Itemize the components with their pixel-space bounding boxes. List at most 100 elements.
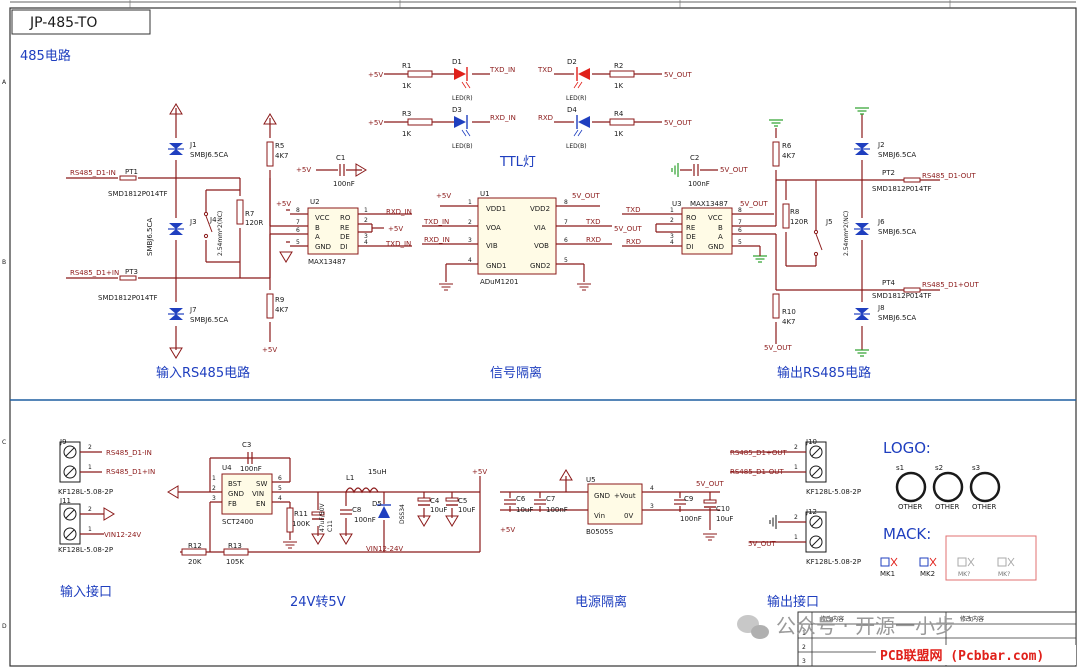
label-u1-part: ADuM1201 [480,278,518,286]
label-j12-part: KF128L-5.08-2P [806,558,861,566]
section-label-conv: 24V转5V [290,595,346,610]
label-d1: D1 [452,58,462,66]
label-c10-val: 10uF [716,515,733,523]
label-pt2-part: SMD1812P014TF [872,185,932,193]
label-j6-part: SMBJ6.5CA [878,228,916,236]
net-u1-vdd1: +5V [436,192,451,200]
net-led-r2-out: 5V_OUT [664,71,692,79]
net-u2-plus5v: +5V [388,225,403,233]
u2-pin-di: DI [340,243,347,251]
net-u1-rxd-in: RXD_IN [424,236,450,244]
u1-pin-num-2: 2 [468,219,472,226]
label-r12-val: 20K [188,558,202,566]
c1-ground-icon [355,163,367,177]
u1-pin-gnd1: GND1 [486,262,507,270]
u1-pin-num-5: 5 [564,257,568,264]
r6-resistor-icon [772,141,780,167]
label-r8: R8 [790,208,799,216]
label-j3-part: SMBJ6.5CA [146,218,154,256]
u3-pin-num-2: 2 [670,217,674,224]
label-j8: J8 [877,304,885,312]
j10-terminal-icon [805,441,827,483]
u4-pin-num-4: 4 [278,495,282,502]
u3-pin-num-1: 1 [670,207,674,214]
label-c11-val: 47uF/50V [319,502,326,532]
logo-marks [895,471,1001,503]
j9-pin-2: 2 [88,444,92,451]
net-u2-txd-in: TXD_IN [385,240,411,248]
net-led-txd: TXD [537,66,552,74]
label-c1-val: 100nF [333,180,355,188]
label-r10-val: 4K7 [782,318,796,326]
u4-pin-bst: BST [228,480,242,488]
net-j9-d1p-in: RS485_D1+IN [106,468,155,476]
net-u1-txd: TXD [585,218,600,226]
net-c1-supply: +5V [296,166,311,174]
label-c3: C3 [242,441,251,449]
border-letter-b: B [2,259,6,266]
u3-pin-di: DI [686,243,693,251]
u3-pin-num-3: 3 [670,233,674,240]
u3-pin-b: B [718,224,723,232]
label-j10: J10 [805,438,817,446]
net-led-rxd: RXD [538,114,553,122]
net-j10-d1p-out: RS485_D1+OUT [730,449,788,457]
r8-resistor-icon [782,203,790,229]
label-u3-part: MAX13487 [690,200,728,208]
label-d3: D3 [452,106,462,114]
u3-pin-vcc: VCC [708,214,723,222]
logo-other-1: OTHER [898,503,922,511]
mark-mk-icons [880,535,1037,581]
u4-pin-num-6: 6 [278,475,282,482]
u4-pin-sw: SW [256,480,267,488]
u4-output-arrow-icon [167,485,179,499]
logo-other-3: OTHER [972,503,996,511]
net-r9-supply: +5V [262,346,277,354]
u1-isolator-chip [422,197,612,282]
u4-pin-num-2: 2 [212,485,216,492]
u3-pin-num-6: 6 [738,227,742,234]
u3-pin-re: RE [686,224,695,232]
label-r3: R3 [402,110,411,118]
label-d1-type: LED(R) [452,95,473,102]
section-label-output-rs485: 输出RS485电路 [777,365,871,381]
label-r9-val: 4K7 [275,306,289,314]
mark-label-mk1: MK1 [880,570,895,578]
label-pt3: PT3 [125,268,138,276]
j11-terminal-icon [59,503,81,545]
u2-pin-num-7: 7 [296,219,300,226]
u4-pin-num-1: 1 [212,475,216,482]
label-c11: C11 [327,520,334,532]
label-r3-val: 1K [402,130,411,138]
label-j4: J4 [209,216,217,224]
label-c5: C5 [458,497,467,505]
j10-pin-1: 1 [794,464,798,471]
u1-pin-num-1: 1 [468,199,472,206]
u4-pin-fb: FB [228,500,237,508]
r5-resistor-icon [266,141,274,167]
logo-other-2: OTHER [935,503,959,511]
led-wiring [384,73,662,123]
label-c10: C10 [716,505,730,513]
u4-pin-num-3: 3 [212,495,216,502]
u1-pin-via: VIA [534,224,546,232]
section-label-output-if: 输出接口 [767,594,819,610]
u4-pin-gnd: GND [228,490,244,498]
u2-pin-num-6: 6 [296,227,300,234]
label-r7-val: 120R [245,219,263,227]
page-title: JP-485-TO [29,15,97,31]
label-c7: C7 [546,495,555,503]
u4-pin-vin: VIN [252,490,264,498]
u3-pin-num-7: 7 [738,219,742,226]
label-j7-part: SMBJ6.5CA [190,316,228,324]
label-pt4: PT4 [882,279,895,287]
label-j2-part: SMBJ6.5CA [878,151,916,159]
u3-transceiver-chip [622,207,776,255]
u3-pin-a: A [718,233,723,241]
net-j12-5vout: 5V_OUT [748,540,776,548]
label-r6-val: 4K7 [782,152,796,160]
u2-pin-ro: RO [340,214,351,222]
label-c9-val: 100nF [680,515,702,523]
u2-pin-gnd: GND [315,243,331,251]
net-u5-out: 5V_OUT [696,480,724,488]
